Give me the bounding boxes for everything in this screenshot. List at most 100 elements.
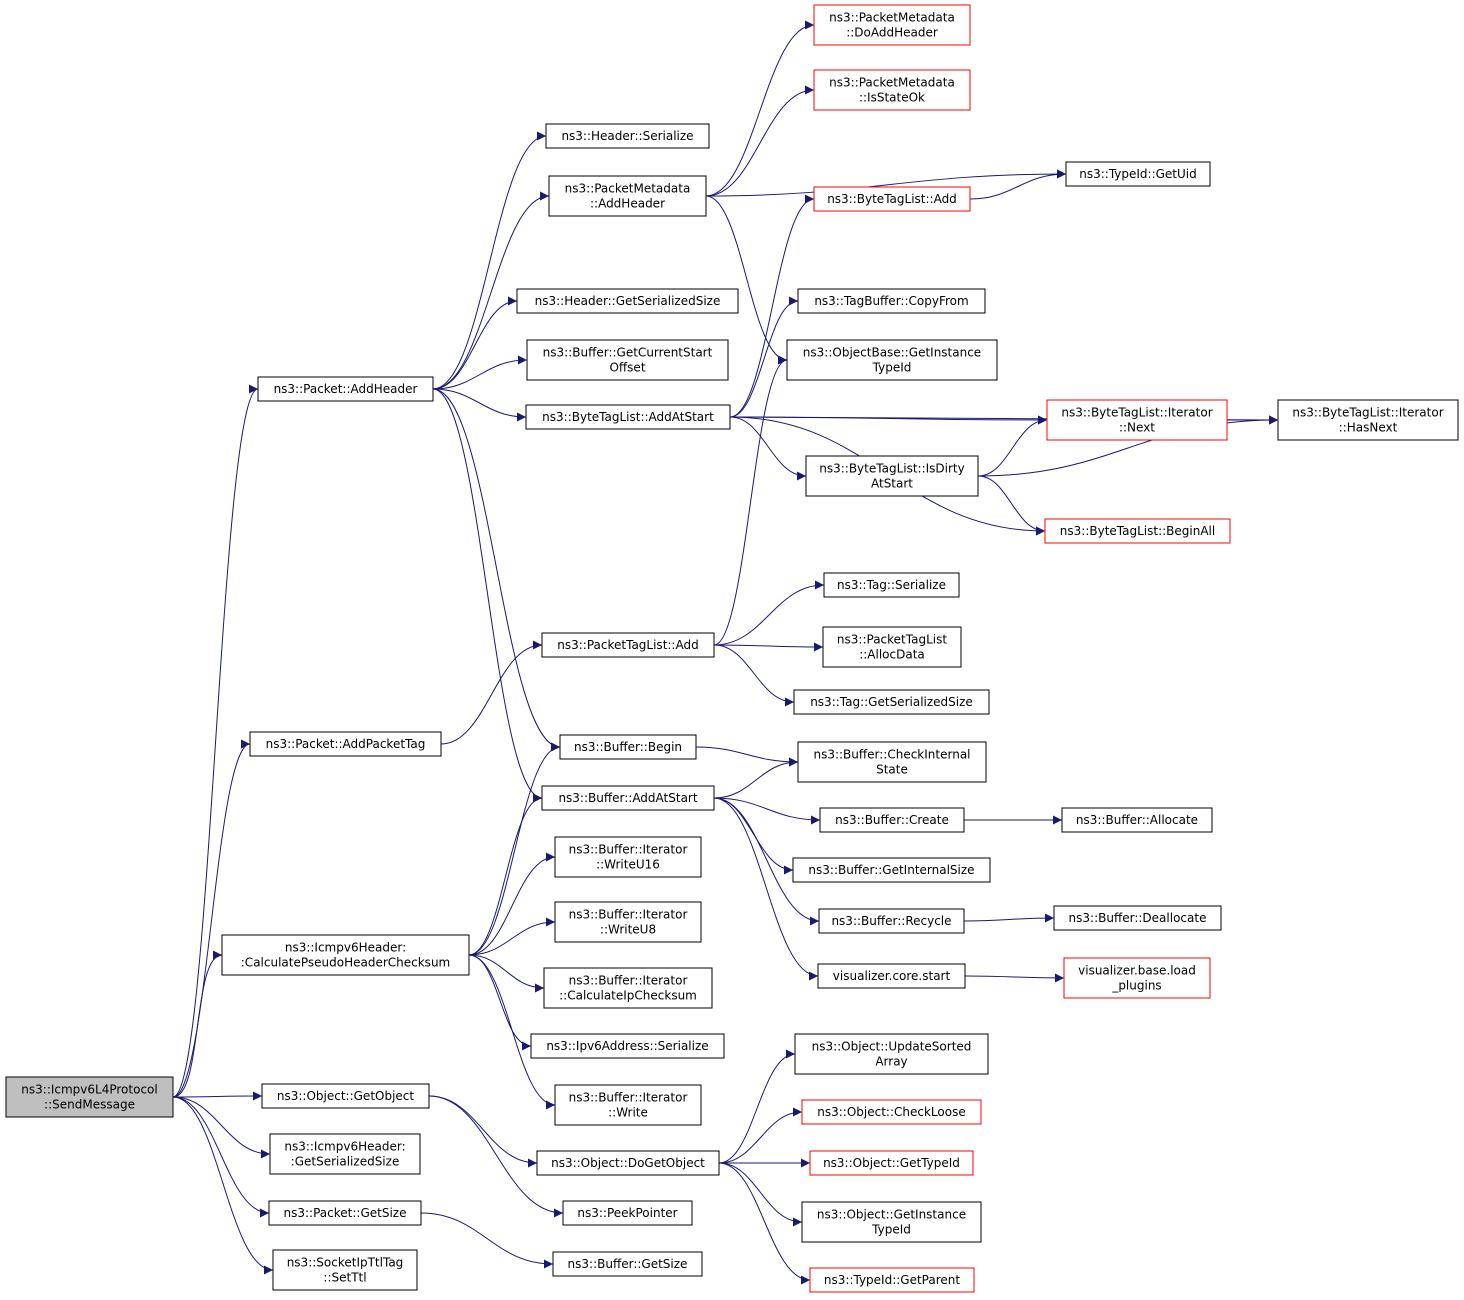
node-objGetTypeId[interactable]: ns3::Object::GetTypeId xyxy=(809,1150,974,1176)
edge-pmAddHeader-to-pmDoAddHeader xyxy=(705,20,815,197)
node-label: ns3::PacketMetadata xyxy=(565,182,691,196)
edge-btlAddAtStart-to-btlAdd xyxy=(729,194,815,418)
node-label: ns3::Header::Serialize xyxy=(561,129,693,143)
node-pmAddHeader[interactable]: ns3::PacketMetadata::AddHeader xyxy=(548,175,707,217)
node-tagGetSerSize[interactable]: ns3::Tag::GetSerializedSize xyxy=(793,689,990,715)
edge-btlIsDirty-to-btlItNext xyxy=(977,415,1048,477)
node-box xyxy=(541,632,715,658)
node-label: ns3::Object::GetObject xyxy=(277,1089,415,1103)
edge-bufAddAtStart-to-bufCreate xyxy=(713,797,821,825)
node-box xyxy=(1053,905,1222,931)
node-vizCoreStart[interactable]: visualizer.core.start xyxy=(817,963,966,989)
node-box xyxy=(525,404,731,430)
node-label: ::IsStateOk xyxy=(859,91,925,105)
edge-getObject-to-peekPointer xyxy=(428,1095,564,1218)
edge-root-to-icmpGetSerSize xyxy=(172,1096,271,1159)
node-box xyxy=(801,1099,982,1125)
node-bufCreate[interactable]: ns3::Buffer::Create xyxy=(819,807,965,833)
node-label: ::SendMessage xyxy=(44,1098,135,1112)
node-bufGetInternalSize[interactable]: ns3::Buffer::GetInternalSize xyxy=(792,857,991,883)
node-tagSerialize[interactable]: ns3::Tag::Serialize xyxy=(823,572,960,598)
node-label: ::HasNext xyxy=(1339,421,1398,435)
node-label: ns3::Packet::AddHeader xyxy=(274,382,418,396)
node-box xyxy=(530,1033,725,1059)
node-getObject[interactable]: ns3::Object::GetObject xyxy=(261,1083,430,1109)
node-btlItNext[interactable]: ns3::ByteTagList::Iterator::Next xyxy=(1046,399,1228,441)
node-ptlAllocData[interactable]: ns3::PacketTagList::AllocData xyxy=(822,626,962,668)
node-addPacketTag[interactable]: ns3::Packet::AddPacketTag xyxy=(249,731,442,757)
node-btlAddAtStart[interactable]: ns3::ByteTagList::AddAtStart xyxy=(525,404,731,430)
node-ipv6Serialize[interactable]: ns3::Ipv6Address::Serialize xyxy=(530,1033,725,1059)
node-label: ns3::ByteTagList::Add xyxy=(827,192,957,206)
node-tagBufCopyFrom[interactable]: ns3::TagBuffer::CopyFrom xyxy=(797,288,986,314)
node-label: ns3::Icmpv6Header: xyxy=(284,1140,405,1154)
node-box xyxy=(1061,807,1213,833)
node-label: ::CalculateIpChecksum xyxy=(559,989,697,1003)
node-typeIdGetParent[interactable]: ns3::TypeId::GetParent xyxy=(809,1267,975,1293)
node-box xyxy=(268,1200,422,1226)
node-headerSerialize[interactable]: ns3::Header::Serialize xyxy=(545,123,710,149)
node-pmDoAddHeader[interactable]: ns3::PacketMetadata::DoAddHeader xyxy=(813,4,971,46)
node-label: visualizer.base.load xyxy=(1078,964,1196,978)
node-label: visualizer.core.start xyxy=(833,969,951,983)
node-box xyxy=(817,963,966,989)
node-itWriteU16[interactable]: ns3::Buffer::Iterator::WriteU16 xyxy=(554,836,702,878)
node-root[interactable]: ns3::Icmpv6L4Protocol::SendMessage xyxy=(5,1076,174,1118)
edge-btlAddAtStart-to-btlIsDirty xyxy=(729,416,807,481)
node-bufAllocate[interactable]: ns3::Buffer::Allocate xyxy=(1061,807,1213,833)
node-box xyxy=(516,288,739,314)
node-label: ns3::Buffer::GetSize xyxy=(568,1257,688,1271)
node-addHeader[interactable]: ns3::Packet::AddHeader xyxy=(257,376,434,402)
node-bufGetSize[interactable]: ns3::Buffer::GetSize xyxy=(552,1251,703,1277)
node-itWrite[interactable]: ns3::Buffer::Iterator::Write xyxy=(554,1084,702,1126)
node-itWriteU8[interactable]: ns3::Buffer::Iterator::WriteU8 xyxy=(554,901,702,943)
node-label: ns3::PacketMetadata xyxy=(829,76,955,90)
node-vizLoadPlugins[interactable]: visualizer.base.load_plugins xyxy=(1063,957,1211,999)
node-peekPointer[interactable]: ns3::PeekPointer xyxy=(562,1200,693,1226)
edge-btlIsDirty-to-btlBeginAll xyxy=(977,475,1046,536)
node-box xyxy=(1065,161,1211,187)
node-label: ns3::Buffer::Iterator xyxy=(569,843,688,857)
node-headerGetSerSize[interactable]: ns3::Header::GetSerializedSize xyxy=(516,288,739,314)
node-label: ns3::PeekPointer xyxy=(577,1206,677,1220)
node-label: ::DoAddHeader xyxy=(846,26,938,40)
node-box xyxy=(793,689,990,715)
node-box xyxy=(823,572,960,598)
node-bufBegin[interactable]: ns3::Buffer::Begin xyxy=(559,734,697,760)
node-pmIsStateOk[interactable]: ns3::PacketMetadata::IsStateOk xyxy=(813,69,971,111)
node-box xyxy=(805,455,979,497)
node-typeIdGetUid[interactable]: ns3::TypeId::GetUid xyxy=(1065,161,1211,187)
node-bufAddAtStart[interactable]: ns3::Buffer::AddAtStart xyxy=(541,785,715,811)
node-packetGetSize[interactable]: ns3::Packet::GetSize xyxy=(268,1200,422,1226)
edge-root-to-packetGetSize xyxy=(172,1096,270,1218)
node-calcPseudo[interactable]: ns3::Icmpv6Header::CalculatePseudoHeader… xyxy=(221,934,470,976)
edge-addHeader-to-bufGetCurStart xyxy=(432,355,528,390)
node-label: ::WriteU8 xyxy=(600,923,656,937)
node-btlItHasNext[interactable]: ns3::ByteTagList::Iterator::HasNext xyxy=(1277,399,1459,441)
node-icmpGetSerSize[interactable]: ns3::Icmpv6Header::GetSerializedSize xyxy=(269,1133,421,1175)
node-ptlAdd[interactable]: ns3::PacketTagList::Add xyxy=(541,632,715,658)
node-itCalcIpChk[interactable]: ns3::Buffer::Iterator::CalculateIpChecks… xyxy=(543,967,713,1009)
edge-addHeader-to-bufBegin xyxy=(432,388,561,752)
edge-addHeader-to-pmAddHeader xyxy=(432,191,550,390)
node-setTtl[interactable]: ns3::SocketIpTtlTag::SetTtl xyxy=(272,1249,418,1291)
edge-bufAddAtStart-to-bufCheckInternal xyxy=(713,757,799,799)
node-label: ns3::Packet::GetSize xyxy=(284,1206,407,1220)
node-bufRecycle[interactable]: ns3::Buffer::Recycle xyxy=(818,908,965,934)
node-box xyxy=(822,626,962,668)
node-btlAdd[interactable]: ns3::ByteTagList::Add xyxy=(813,186,971,212)
node-doGetObject[interactable]: ns3::Object::DoGetObject xyxy=(536,1150,720,1176)
edge-doGetObject-to-objUpdateSorted xyxy=(718,1049,796,1164)
node-box xyxy=(819,807,965,833)
edge-getObject-to-doGetObject xyxy=(428,1095,538,1168)
node-btlBeginAll[interactable]: ns3::ByteTagList::BeginAll xyxy=(1044,518,1231,544)
node-bufDeallocate[interactable]: ns3::Buffer::Deallocate xyxy=(1053,905,1222,931)
edge-calcPseudo-to-bufBegin xyxy=(468,742,561,956)
node-objCheckLoose[interactable]: ns3::Object::CheckLoose xyxy=(801,1099,982,1125)
